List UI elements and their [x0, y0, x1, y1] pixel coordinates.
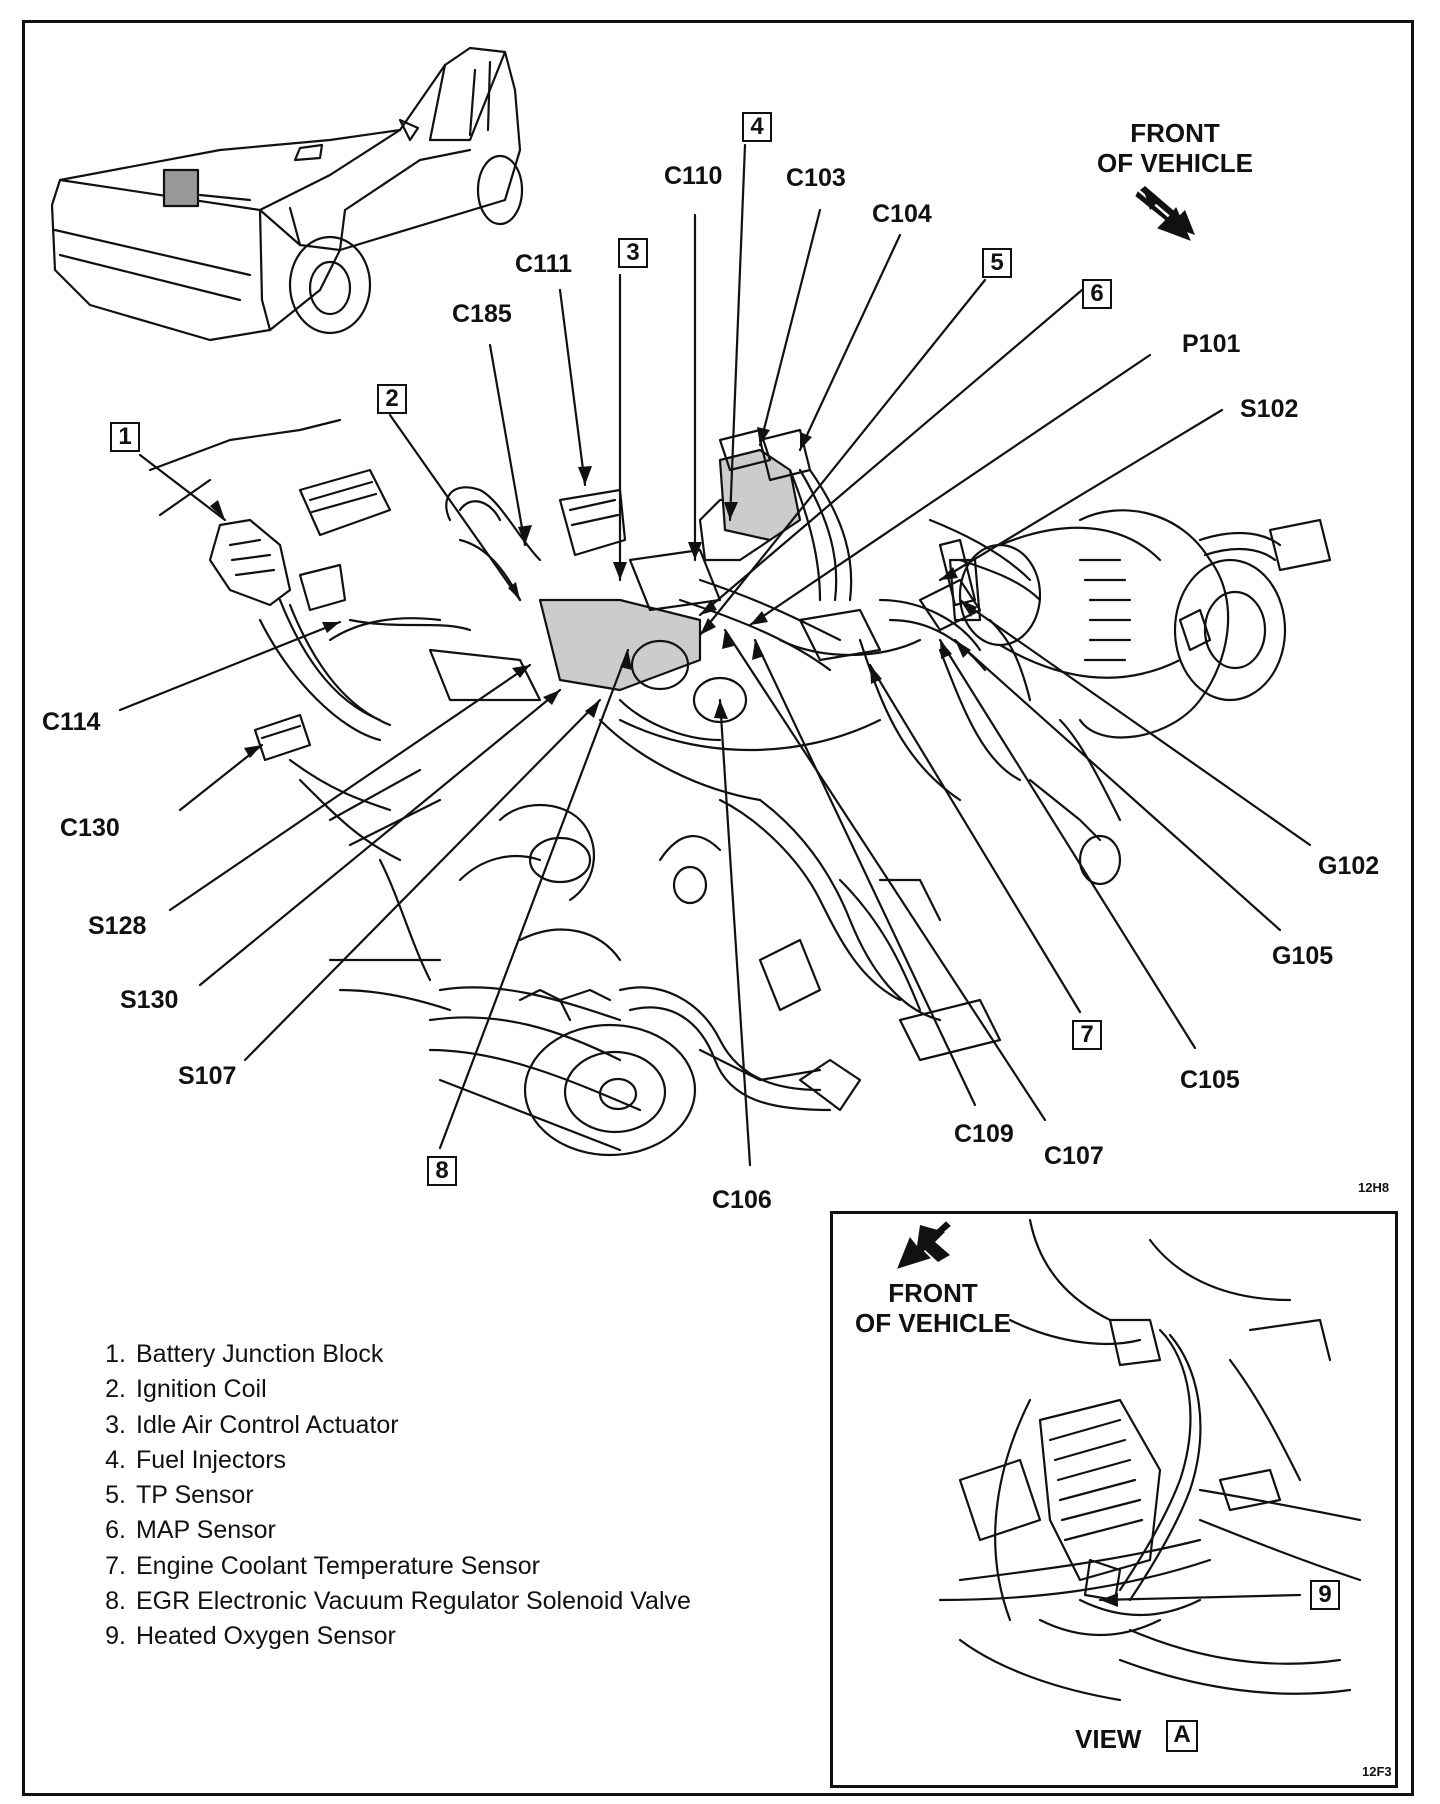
vehicle-drawing — [50, 46, 524, 342]
label-p101: P101 — [1182, 330, 1241, 358]
inset-illustration — [938, 1218, 1362, 1702]
leader-lines — [118, 143, 1312, 1602]
label-c103: C103 — [786, 164, 846, 192]
legend-text: TP Sensor — [136, 1481, 254, 1510]
callout-5: 5 — [982, 248, 1012, 278]
callout-6: 6 — [1082, 279, 1112, 309]
legend-number: 2. — [105, 1375, 126, 1404]
label-g102: G102 — [1318, 852, 1380, 880]
inset-front-label-line1: FRONT — [888, 1278, 978, 1308]
label-c114: C114 — [42, 708, 101, 736]
legend-item: 3. Idle Air Control Actuator — [82, 1408, 691, 1443]
label-c111: C111 — [515, 250, 573, 278]
front-label-line2: OF VEHICLE — [1096, 148, 1253, 178]
legend-number: 3. — [105, 1410, 126, 1439]
label-g105: G105 — [1272, 942, 1334, 970]
view-letter-box: A — [1166, 1720, 1198, 1752]
label-s102: S102 — [1240, 395, 1299, 423]
callout-9: 9 — [1310, 1580, 1340, 1610]
callout-4: 4 — [742, 112, 772, 142]
legend-item: 1. Battery Junction Block — [82, 1337, 691, 1372]
callout-3: 3 — [618, 238, 648, 268]
label-c185: C185 — [452, 300, 512, 328]
legend-number: 6. — [105, 1516, 126, 1545]
legend-text: Battery Junction Block — [136, 1340, 384, 1368]
legend-text: Idle Air Control Actuator — [136, 1410, 399, 1439]
label-s128: S128 — [88, 912, 147, 940]
legend-item: 6. MAP Sensor — [82, 1513, 691, 1548]
front-arrow-inset — [897, 1221, 951, 1269]
legend-number: 5. — [105, 1481, 126, 1510]
legend-number: 7. — [105, 1551, 126, 1580]
legend-number: 9. — [105, 1622, 126, 1651]
legend-item: 5. TP Sensor — [82, 1478, 691, 1513]
legend-number: 8. — [105, 1587, 126, 1616]
legend-text: MAP Sensor — [136, 1516, 276, 1545]
inset-front-label-line2: OF VEHICLE — [854, 1308, 1011, 1338]
inset-front-of-vehicle-label: FRONT OF VEHICLE — [838, 1278, 1028, 1338]
legend-text: Engine Coolant Temperature Sensor — [136, 1551, 540, 1580]
view-label: VIEW — [1075, 1724, 1142, 1754]
alternator — [938, 509, 1332, 739]
label-c104: C104 — [872, 200, 932, 228]
figure-code-main: 12H8 — [1358, 1180, 1390, 1195]
engine-intake — [445, 428, 1122, 886]
label-c109: C109 — [954, 1120, 1014, 1148]
legend-text: Heated Oxygen Sensor — [136, 1622, 396, 1651]
inset-view-a — [830, 1211, 1398, 1788]
label-c110: C110 — [664, 162, 723, 190]
callout-7: 7 — [1072, 1020, 1102, 1050]
label-c105: C105 — [1180, 1066, 1240, 1094]
legend-item: 7. Engine Coolant Temperature Sensor — [82, 1549, 691, 1584]
lower-engine — [328, 798, 1002, 1157]
label-c106: C106 — [712, 1186, 772, 1214]
legend-number: 1. — [105, 1340, 126, 1368]
diagram-frame — [22, 20, 1414, 1796]
legend-item: 2. Ignition Coil — [82, 1372, 691, 1407]
legend-item: 9. Heated Oxygen Sensor — [82, 1619, 691, 1654]
front-label-line1: FRONT — [1130, 118, 1220, 148]
label-s130: S130 — [120, 986, 179, 1014]
front-arrow-main — [1135, 191, 1191, 241]
callout-8: 8 — [427, 1156, 457, 1186]
pcm-harness-left — [148, 418, 542, 862]
callout-1: 1 — [110, 422, 140, 452]
legend-item: 4. Fuel Injectors — [82, 1443, 691, 1478]
legend-number: 4. — [105, 1445, 126, 1474]
legend-list: 1. Battery Junction Block 2. Ignition Coil… — [82, 1337, 691, 1655]
legend-text: Fuel Injectors — [136, 1445, 287, 1474]
front-of-vehicle-label: FRONT OF VEHICLE — [1085, 118, 1265, 178]
callout-2: 2 — [377, 384, 407, 414]
figure-code-inset: 12F3 — [1362, 1764, 1392, 1779]
label-c130: C130 — [60, 814, 120, 842]
legend-text: EGR Electronic Vacuum Regulator Solenoid… — [136, 1587, 691, 1616]
legend-item: 8. EGR Electronic Vacuum Regulator Soleno… — [82, 1584, 691, 1619]
legend-text: Ignition Coil — [136, 1375, 267, 1404]
label-s107: S107 — [178, 1062, 237, 1090]
label-c107: C107 — [1044, 1142, 1104, 1170]
